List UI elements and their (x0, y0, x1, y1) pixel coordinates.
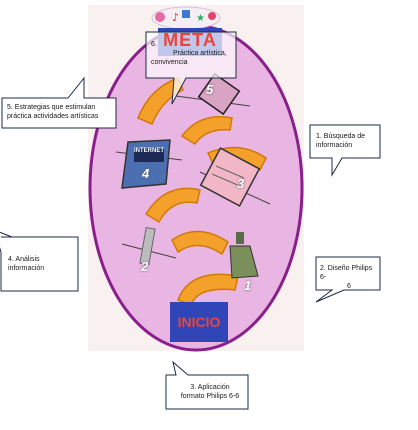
mask-icon (182, 10, 190, 18)
laptop-label: INTERNET (134, 148, 164, 154)
step-number-1: 1 (244, 278, 252, 293)
callout-4 (0, 231, 79, 292)
callout-5-text: 5. Estrategias que estimulan práctica ac… (7, 104, 99, 120)
document-icon (199, 147, 271, 207)
step-number-4: 4 (142, 166, 150, 181)
callout-4-text: 4. Análisis información (8, 256, 45, 272)
path-segment-2 (171, 230, 229, 256)
callout-1-text: 1. Búsqueda de información (316, 133, 366, 149)
callout-2-text: 2. Diseño Philips 6- 6 (320, 265, 373, 290)
path-segment-1 (177, 273, 239, 306)
star-icon: ★ (196, 13, 205, 24)
path-segment-3 (144, 187, 201, 224)
callout-3-text: 3. Aplicación formato Philips 6-6 (180, 384, 240, 400)
callout-6-text: 6. Práctica artística, convivencia (151, 41, 227, 66)
step-number-5: 5 (206, 82, 214, 97)
callout-1 (309, 124, 381, 177)
laptop-icon (115, 139, 183, 189)
brush-icon (121, 226, 177, 266)
callout-2 (315, 256, 381, 303)
path-segment-6 (137, 77, 184, 125)
meta-label: META (163, 30, 217, 50)
callouts (0, 31, 381, 410)
inicio-sign (170, 302, 228, 342)
heart-icon (208, 12, 216, 20)
callout-3 (165, 360, 249, 410)
art-icons-cluster: ♪ ★ (151, 6, 221, 30)
callout-5 (1, 76, 117, 129)
art-card-icon (175, 72, 251, 116)
palette-icon (155, 12, 165, 22)
step-number-2: 2 (141, 259, 149, 274)
inicio-label: INICIO (177, 314, 221, 330)
callout-6 (145, 31, 237, 105)
bottle-icon (229, 232, 259, 279)
path-segment-5 (180, 116, 233, 146)
step-number-3: 3 (237, 176, 245, 191)
music-note-icon: ♪ (172, 11, 179, 24)
